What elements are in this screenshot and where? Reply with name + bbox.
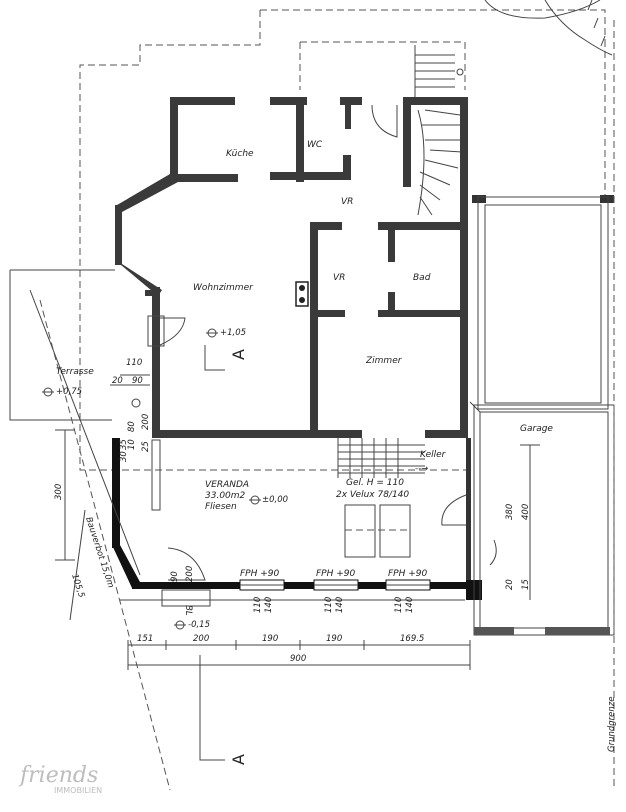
dim-25: 25: [141, 441, 151, 452]
window-fph-2: FPH +90: [316, 569, 355, 579]
veranda-walls: [112, 195, 614, 600]
dim-80: 80: [127, 421, 137, 432]
garage: [469, 196, 615, 636]
door-200: 200: [185, 566, 195, 582]
dim-20: 20: [112, 376, 123, 386]
dim-bottom-2: 200: [193, 634, 209, 644]
note-grundgrenze: Grundgrenze: [607, 697, 617, 752]
sill-b-2: 140: [335, 597, 345, 613]
garage-20: 20: [505, 579, 515, 590]
note-bauverbot: Bauverbot 15,0m: [83, 516, 115, 589]
terrace: [9, 269, 171, 791]
sill-b-3: 140: [405, 597, 415, 613]
dimension-lines: [110, 345, 540, 761]
dim-90: 90: [132, 376, 143, 386]
level-outside: -0,15: [188, 620, 210, 630]
dim-total: 900: [290, 654, 306, 664]
section-mark-bottom: A: [229, 754, 248, 765]
dim-bottom-1: 151: [137, 634, 153, 644]
section-mark-top: A: [229, 349, 248, 360]
dim-110: 110: [126, 358, 142, 368]
room-wc: WC: [307, 140, 323, 150]
door-90: 90: [170, 571, 180, 582]
sill-b-1: 140: [264, 597, 274, 613]
sill-a-2: 110: [324, 597, 334, 613]
brand-logo: friends: [18, 763, 98, 788]
door-bl: BL: [183, 605, 193, 616]
garage-380: 380: [505, 504, 515, 520]
window-fph-1: FPH +90: [240, 569, 279, 579]
note-velux: 2x Velux 78/140: [336, 490, 409, 500]
note-gel-h: Gel. H = 110: [346, 478, 404, 488]
keller-arrow: --→: [415, 464, 428, 474]
garage-400: 400: [521, 504, 531, 520]
level-terrasse: +0,75: [56, 387, 82, 397]
level-markers: [42, 328, 261, 630]
room-zimmer: Zimmer: [365, 356, 403, 366]
dim-35: 35: [119, 439, 129, 450]
room-vr-top: VR: [341, 197, 353, 207]
level-veranda: ±0,00: [262, 495, 288, 505]
dashed-outline: [79, 9, 606, 471]
level-wohn: +1,05: [220, 328, 246, 338]
room-keller: Keller: [420, 450, 447, 460]
sill-a-1: 110: [253, 597, 263, 613]
dim-bottom-5: 169.5: [400, 634, 424, 644]
room-kueche: Küche: [226, 149, 254, 159]
room-bad: Bad: [413, 273, 431, 283]
brand-sub: IMMOBILIEN: [54, 786, 102, 795]
veranda-area: 33.00m2: [205, 491, 246, 501]
dim-300: 300: [54, 484, 64, 500]
basement-stair: [337, 438, 425, 478]
room-veranda: VERANDA: [205, 480, 249, 490]
dim-bottom-4: 190: [326, 634, 342, 644]
window-fph-3: FPH +90: [388, 569, 427, 579]
dim-30: 30: [119, 451, 129, 462]
neighbor-curves: [484, 0, 613, 56]
room-vr-mid: VR: [333, 273, 345, 283]
garage-15: 15: [521, 579, 531, 590]
dim-10: 10: [127, 439, 137, 450]
room-wohnzimmer: Wohnzimmer: [193, 283, 254, 293]
walls: [115, 97, 468, 438]
dim-200: 200: [141, 414, 151, 430]
room-terrasse: Terrasse: [56, 367, 94, 377]
room-garage: Garage: [520, 424, 553, 434]
stair-top: [414, 45, 464, 216]
dim-105-5: 105,5: [69, 573, 86, 599]
dim-bottom-3: 190: [262, 634, 278, 644]
doors: [147, 104, 467, 581]
veranda-floor: Fliesen: [205, 502, 237, 512]
sill-a-3: 110: [394, 597, 404, 613]
